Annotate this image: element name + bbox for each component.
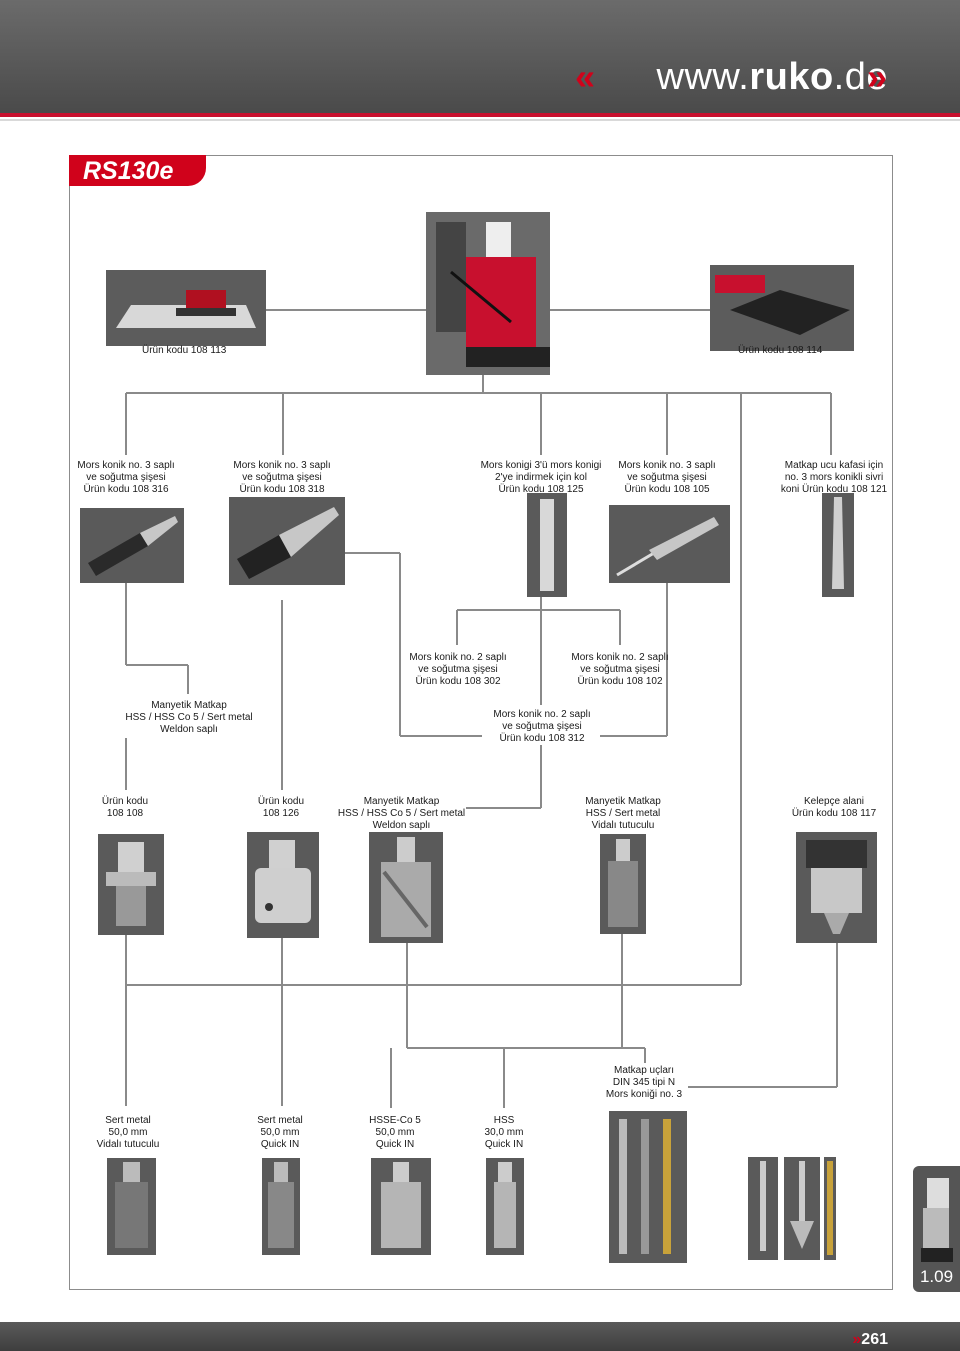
- carbide-cutter-threaded-photo: [107, 1158, 156, 1255]
- row2-label-3: Manyetik Matkap HSS / HSS Co 5 / Sert me…: [125, 700, 253, 735]
- top-right-label: Ürün kodu 108 114: [738, 345, 823, 356]
- model-tab: RS130e: [69, 155, 206, 186]
- row3-label-2: Ürün kodu 108 126: [257, 796, 305, 819]
- reduction-sleeve-photo: [527, 493, 567, 597]
- core-drill-threaded-photo: [600, 834, 646, 934]
- page-header: [0, 0, 960, 113]
- magnetic-drill-photo: [426, 212, 550, 375]
- taper-drills-photo: [609, 1111, 687, 1263]
- page-footer: [0, 1322, 960, 1351]
- row2-label-2: Mors konik no. 2 saplı ve soğutma şişesi…: [571, 652, 669, 687]
- row3-label-3: Manyetik Matkap HSS / HSS Co 5 / Sert me…: [337, 796, 466, 831]
- site-url[interactable]: www.ruko.de: [656, 56, 888, 98]
- clamp-plate-photo: [710, 265, 854, 351]
- row3-label-4: Manyetik Matkap HSS / Sert metal Vidalı …: [585, 796, 661, 831]
- row1-label-2: Mors konik no. 3 saplı ve soğutma şişesi…: [233, 460, 331, 495]
- base-plate-photo: [106, 270, 266, 346]
- carbide-cutter-quickin-photo: [262, 1158, 300, 1255]
- row4-label-4: HSS 30,0 mm Quick IN: [484, 1115, 524, 1150]
- morse-taper-arbor-photo: [822, 493, 854, 597]
- coolant-shank-318-photo: [229, 497, 345, 585]
- coolant-shank-316-photo: [80, 508, 184, 583]
- row4-label-3: HSSE-Co 5 50,0 mm Quick IN: [369, 1115, 421, 1150]
- row1-label-1: Mors konik no. 3 saplı ve soğutma şişesi…: [77, 460, 175, 495]
- twist-drill-photo: [824, 1157, 836, 1260]
- row4-label-2: Sert metal 50,0 mm Quick IN: [257, 1115, 303, 1150]
- content-frame: [69, 155, 893, 1290]
- drill-chuck-photo: [796, 832, 877, 943]
- section-side-tab: [913, 1166, 960, 1292]
- row4-label-5: Matkap uçları DIN 345 tipi N Mors koniği…: [605, 1065, 683, 1100]
- row2-label-1: Mors konik no. 2 saplı ve soğutma şişesi…: [409, 652, 507, 687]
- right-raquo: »: [867, 56, 888, 97]
- page-number: »261: [852, 1331, 888, 1348]
- header-stripe-light: [0, 119, 960, 121]
- core-drill-weldon-photo: [369, 832, 443, 943]
- row1-label-5: Matkap ucu kafasi için no. 3 mors konikl…: [780, 460, 888, 495]
- coolant-shank-105-photo: [609, 505, 730, 583]
- hsse-cutter-photo: [371, 1158, 431, 1255]
- top-left-label: Ürün kodu 108 113: [142, 345, 227, 356]
- center-drill-photo: [748, 1157, 778, 1260]
- row4-label-1: Sert metal 50,0 mm Vidalı tutuculu: [96, 1115, 160, 1150]
- row1-label-4: Mors konik no. 3 saplı ve soğutma şişesi…: [618, 460, 716, 495]
- section-number: 1.09: [919, 1267, 954, 1286]
- left-raquo: «: [575, 56, 596, 97]
- row3-label-5: Kelepçe alani Ürün kodu 108 117: [791, 796, 877, 819]
- header-stripe: [0, 113, 960, 117]
- row2-label-4: Mors konik no. 2 saplı ve soğutma şişesi…: [493, 709, 591, 744]
- adapter-108126-photo: [247, 832, 319, 938]
- row3-label-1: Ürün kodu 108 108: [101, 796, 149, 819]
- adapter-108108-photo: [98, 834, 164, 935]
- countersink-photo: [784, 1157, 820, 1260]
- row1-label-3: Mors konigi 3'ü mors konigi 2'ye indirme…: [480, 460, 602, 495]
- hss-cutter-photo: [486, 1158, 524, 1255]
